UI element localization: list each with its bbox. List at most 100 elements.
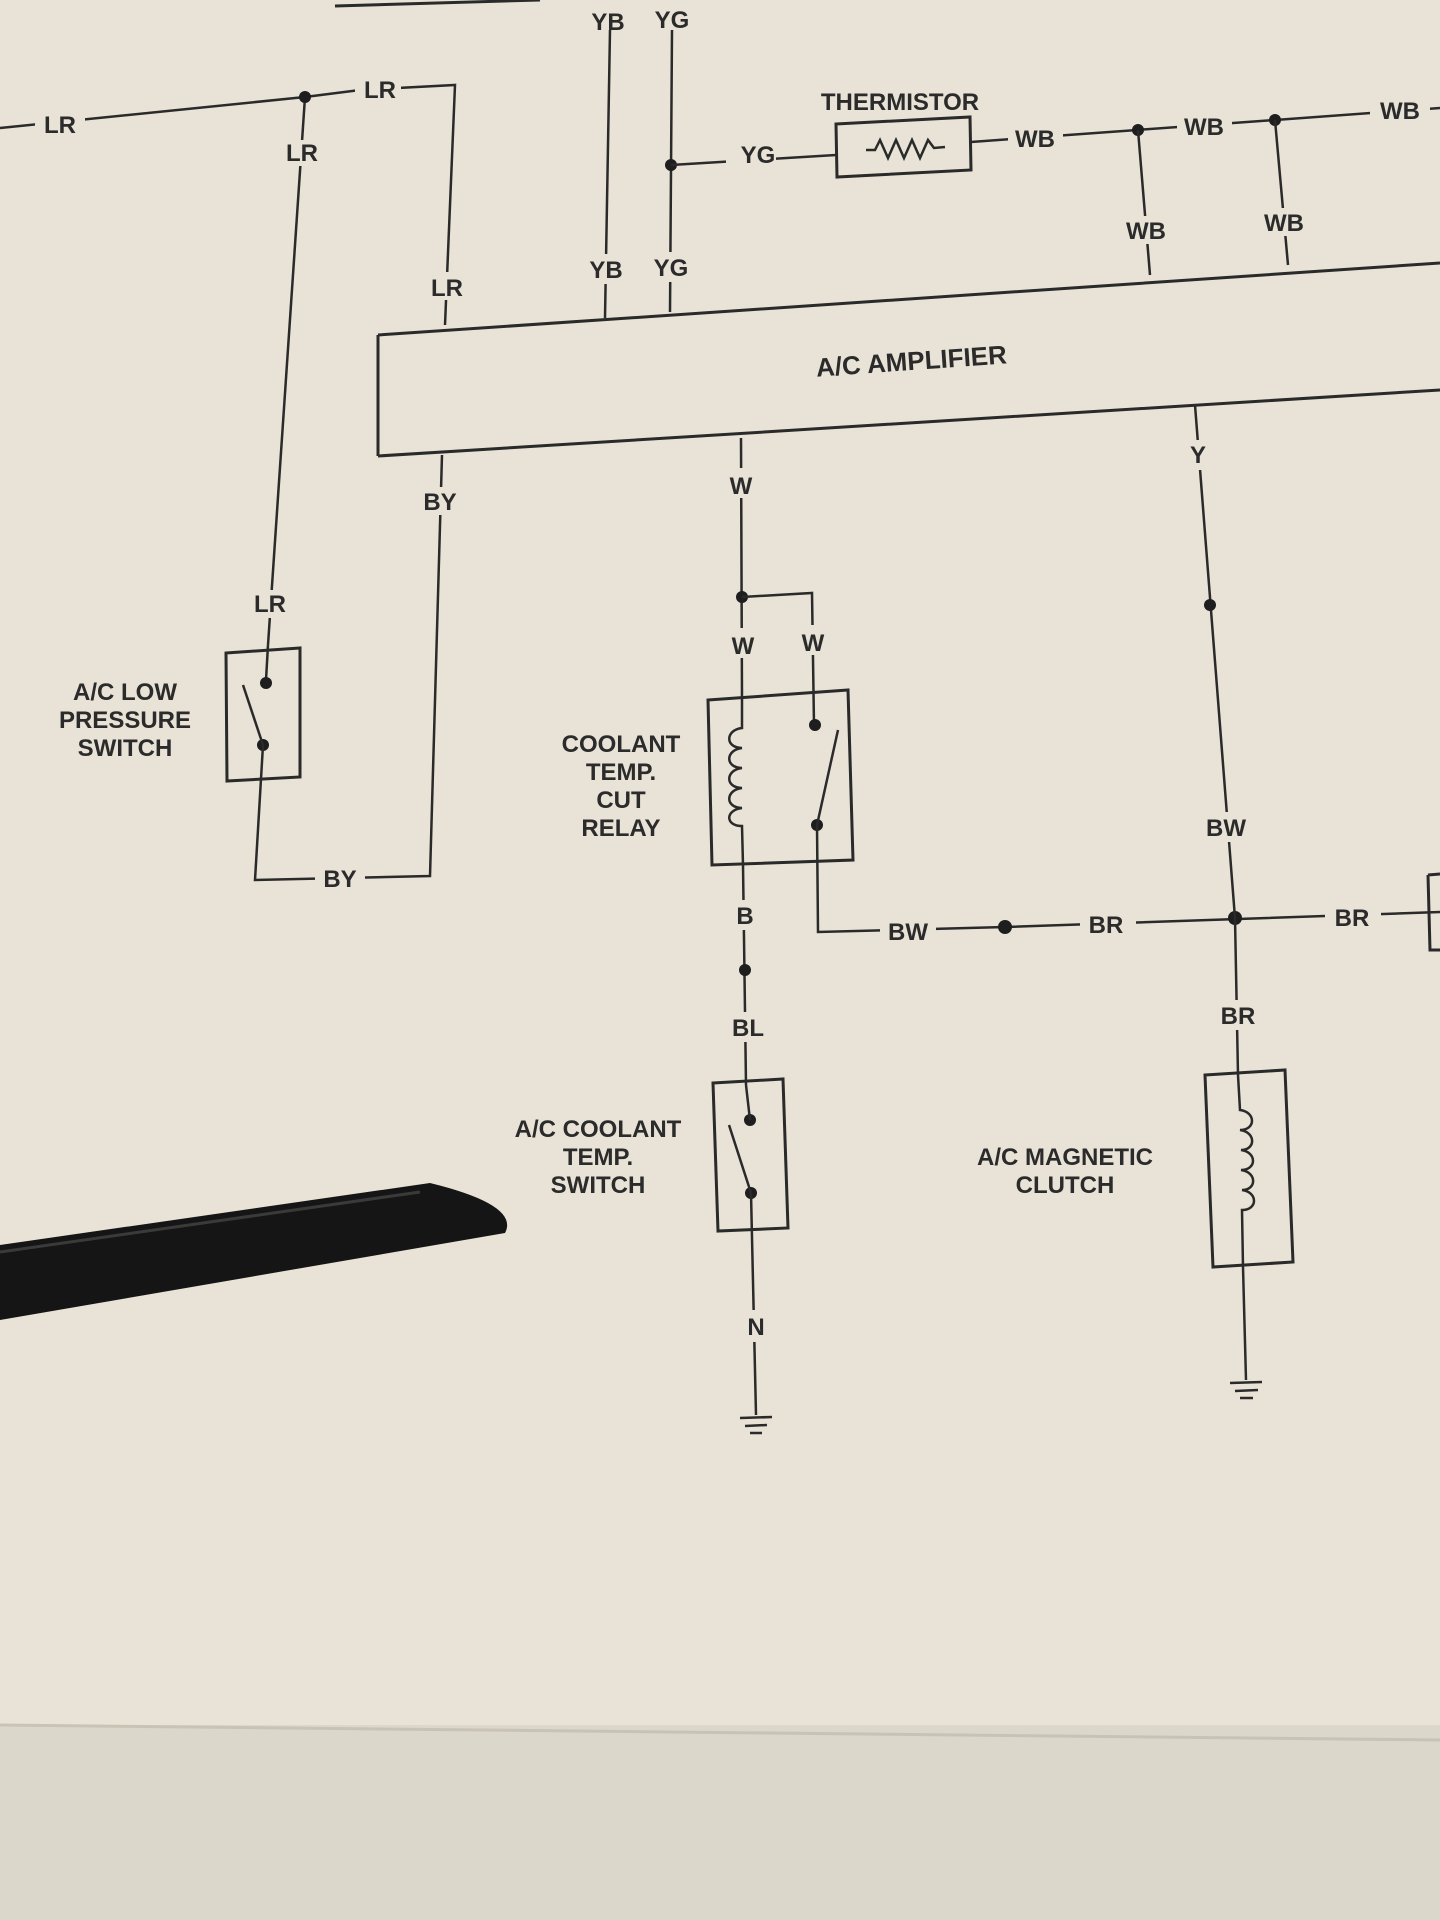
coolant-relay-label-4: RELAY [581,815,660,842]
label-bg [1256,208,1312,236]
right-component-edge [1426,872,1440,952]
label-bg [726,143,776,169]
label-bg [1370,98,1430,124]
wire-label-w-amp: W [730,473,753,500]
label-bg [280,140,326,166]
wire-label-yg-amp: YG [654,255,689,282]
low-pressure-switch-label-3: SWITCH [78,735,173,762]
coolant-switch-label-3: SWITCH [551,1172,646,1199]
label-bg [1118,216,1174,244]
n-ground-wire [749,1192,758,1416]
low-pressure-switch-box [224,646,302,783]
top-component-edge [334,0,541,8]
amplifier-box [376,261,1440,458]
w-relay-wire-right [741,591,816,726]
page-fold-line [0,1723,1440,1742]
lps-switch-blade [241,684,265,746]
wire-label-lr-amp: LR [431,275,463,302]
label-bg [584,254,630,284]
magnetic-clutch-label-2: CLUTCH [1016,1172,1115,1199]
clutch-ground-wire [1241,1266,1248,1381]
wire-label-wb-right-2: WB [1184,114,1224,141]
label-bg [35,115,85,141]
wire-label-y-amp: Y [1190,442,1206,469]
b-bl-junction [739,964,751,976]
wire-label-br-clutch: BR [1221,1003,1256,1030]
wire-label-br-right: BR [1335,905,1370,932]
lr-drop-wire [266,96,307,646]
wire-label-yb-top: YB [591,9,624,36]
lps-top-lead [264,644,270,681]
label-bg [424,272,470,300]
wire-label-wb-right-1: WB [1015,126,1055,153]
coolant-switch-label-2: TEMP. [563,1144,633,1171]
wire-label-lr-top: LR [364,77,396,104]
coolant-switch-label-1: A/C COOLANT [515,1116,682,1143]
label-bg [1080,910,1136,938]
thermistor-label: THERMISTOR [821,89,979,116]
clutch-ground-icon [1229,1380,1263,1400]
label-bg [728,628,758,658]
label-bg [726,1012,770,1042]
wire-label-lr-far-left: LR [44,112,76,139]
label-bg [726,468,756,498]
relay-switch-blade [815,729,840,826]
low-pressure-switch-label-2: PRESSURE [59,707,191,734]
label-bg [315,865,365,891]
wire-label-yb-amp: YB [589,257,622,284]
wire-label-w-relay-left: W [732,633,755,660]
magnetic-clutch-box [1203,1068,1295,1269]
wb-drop-wire-1 [1136,129,1152,276]
wire-label-bl-switch: BL [732,1015,764,1042]
lr-junction [299,91,311,103]
label-bg [1177,114,1232,140]
y-junction [1204,599,1216,611]
pen-highlight [0,1190,421,1254]
wire-label-yg-thermistor: YG [741,142,776,169]
coolant-relay-label-2: TEMP. [586,759,656,786]
label-bg [732,900,760,930]
coolant-relay-label-1: COOLANT [562,731,681,758]
label-bg [648,252,694,282]
label-bg [245,590,291,618]
label-bg [1210,1000,1266,1030]
label-bg [1325,903,1381,931]
label-bg [415,487,465,515]
label-bg [740,1310,772,1342]
amplifier-label: A/C AMPLIFIER [815,339,1008,382]
wire-label-bw-vertical: BW [1206,815,1246,842]
label-bg [1183,440,1213,470]
by-return-wire [253,454,444,882]
clutch-coil-symbol [1236,1074,1256,1268]
label-bg [880,917,936,945]
low-pressure-switch-label-1: A/C LOW [73,679,177,706]
label-bg [355,78,401,102]
wire-label-wb-right-3: WB [1380,98,1420,125]
wire-label-br-mid: BR [1089,912,1124,939]
lps-contact-top [260,677,272,689]
label-bg [1008,126,1063,152]
wire-label-wb-drop-1: WB [1126,218,1166,245]
wire-label-yg-top: YG [655,7,690,34]
wire-label-wb-drop-2: WB [1264,210,1304,237]
label-bg [1198,812,1254,842]
wire-label-w-relay-right: W [802,630,825,657]
wire-label-lr-lower: LR [254,591,286,618]
magnetic-clutch-label-1: A/C MAGNETIC [977,1144,1153,1171]
pen-pointer [0,1183,508,1320]
wire-label-by-bottom: BY [323,866,356,893]
label-bg [798,625,828,655]
coolant-switch-box [711,1077,790,1233]
thermistor-resistor-symbol [866,136,946,162]
switch-ground-icon [739,1415,773,1435]
wire-label-n-ground: N [747,1314,764,1341]
thermistor-box [834,115,973,179]
coolant-relay-box [706,688,855,867]
paper-lower-fold [0,1725,1440,1920]
wire-label-b-relay: B [736,903,753,930]
coolant-relay-label-3: CUT [596,787,646,814]
cts-top-lead [744,1084,752,1121]
bw-br-junction [998,920,1012,934]
